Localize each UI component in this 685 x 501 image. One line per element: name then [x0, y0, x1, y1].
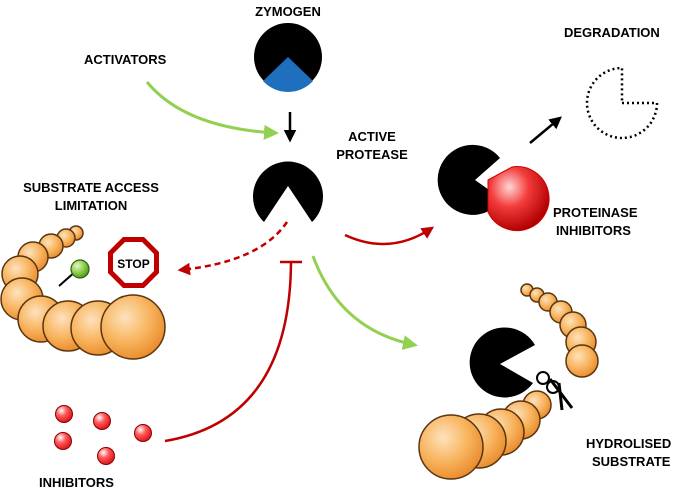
- inhibitor-binding-arrow: [344, 226, 435, 246]
- substrate-access-label-line2: LIMITATION: [54, 198, 128, 213]
- active-protease: [253, 161, 323, 222]
- ligand-sphere: [70, 259, 90, 279]
- hydrolised-fragment-upper: [520, 283, 599, 378]
- hydrolised-substrate-label-line1: HYDROLISED: [586, 436, 672, 451]
- proteinase-inhibitors-label-line1: PROTEINASE: [553, 205, 638, 220]
- stop-label: STOP: [117, 257, 150, 271]
- degradation-arrow: [529, 116, 562, 144]
- activators-label: ACTIVATORS: [84, 52, 167, 67]
- degradation-label: DEGRADATION: [564, 25, 660, 40]
- degraded-protease: [585, 66, 659, 140]
- inhibitor-molecules: [54, 405, 152, 465]
- substrate-access-arrow: [177, 221, 289, 276]
- substrate-access-label-line1: SUBSTRATE ACCESS: [23, 180, 159, 195]
- active-protease-label-line2: PROTEASE: [336, 147, 408, 162]
- active-protease-label-line1: ACTIVE: [348, 129, 396, 144]
- stop-sign: [108, 237, 159, 288]
- zymogen-protease: [254, 23, 322, 92]
- hydrolysis-arrow: [311, 255, 418, 350]
- inhibitors-inhibition-line: [164, 261, 293, 443]
- hydrolised-fragment-lower: [418, 390, 552, 480]
- protease-inhibitor-complex: [437, 144, 550, 232]
- proteinase-inhibitors-label-line2: INHIBITORS: [556, 223, 631, 238]
- hydrolysing-protease: [469, 327, 535, 398]
- zymogen-label: ZYMOGEN: [255, 4, 321, 19]
- substrate-chain-left: [0, 225, 166, 360]
- scissors-icon: [536, 371, 574, 411]
- activators-arrow: [145, 81, 279, 140]
- hydrolised-substrate-label-line2: SUBSTRATE: [592, 454, 671, 469]
- inhibitors-label: INHIBITORS: [39, 475, 114, 490]
